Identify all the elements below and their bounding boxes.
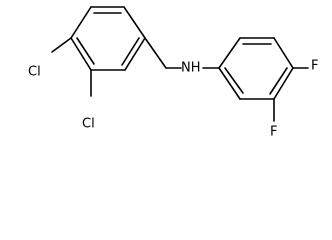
substituent-bonds-right [273, 67, 309, 122]
amine-nh-label: NH [181, 61, 201, 76]
chlorine-label-upper: Cl [28, 65, 41, 80]
difluorophenyl-ring [218, 37, 294, 100]
chemical-structure-diagram: Cl Cl NH F F [28, 6, 318, 140]
substituent-bonds-left [51, 37, 220, 97]
fluorine-label-lower: F [270, 125, 277, 140]
fluorine-label-upper: F [311, 59, 318, 74]
dichlorophenyl-ring [70, 6, 146, 71]
chlorine-label-lower: Cl [82, 117, 95, 132]
